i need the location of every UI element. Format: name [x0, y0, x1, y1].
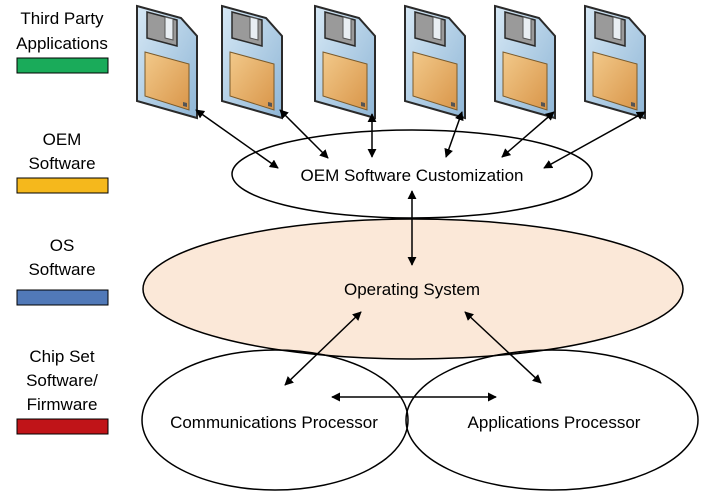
floppy-disk-icon [494, 5, 556, 119]
applications-processor-node [405, 349, 699, 491]
floppy-disk-icon [136, 5, 198, 119]
connector-arrows [195, 109, 646, 402]
legend-label-line: Third Party [20, 9, 104, 28]
legend-swatch [16, 57, 109, 74]
legend-swatch [16, 289, 109, 306]
arrow-disk1-oem [195, 109, 279, 169]
arrow-os-apps [464, 311, 542, 384]
arrow-disk4-oem [444, 111, 464, 158]
communications-processor-label: Communications Processor [170, 413, 378, 432]
oem-customization-label: OEM Software Customization [301, 166, 524, 185]
legend-label-line: Chip Set [29, 347, 94, 366]
floppy-disk-icon [314, 5, 376, 119]
legend-swatch [16, 177, 109, 194]
floppy-disks [136, 5, 646, 119]
floppy-disk-icon [221, 5, 283, 119]
arrow-disk2-oem [279, 109, 329, 159]
legend-label-line: Firmware [27, 395, 98, 414]
legend-label-line: OEM [43, 130, 82, 149]
communications-processor-node [141, 349, 409, 491]
legend-label-line: Software [28, 154, 95, 173]
floppy-disk-icon [584, 5, 646, 119]
legend-item-third-party: Third Party Applications [16, 9, 109, 74]
legend: Third Party Applications OEM Software OS… [16, 9, 109, 435]
legend-label-line: Applications [16, 34, 108, 53]
legend-label-line: Software/ [26, 371, 98, 390]
legend-label-line: Software [28, 260, 95, 279]
operating-system-label: Operating System [344, 280, 480, 299]
legend-label-line: OS [50, 236, 75, 255]
legend-item-os: OS Software [16, 236, 109, 306]
legend-swatch [16, 418, 109, 435]
arrow-disk6-oem [543, 111, 646, 169]
arrow-os-comm [284, 311, 362, 386]
legend-item-oem: OEM Software [16, 130, 109, 194]
floppy-disk-icon [404, 5, 466, 119]
applications-processor-label: Applications Processor [468, 413, 641, 432]
legend-item-chipset: Chip Set Software/ Firmware [16, 347, 109, 435]
